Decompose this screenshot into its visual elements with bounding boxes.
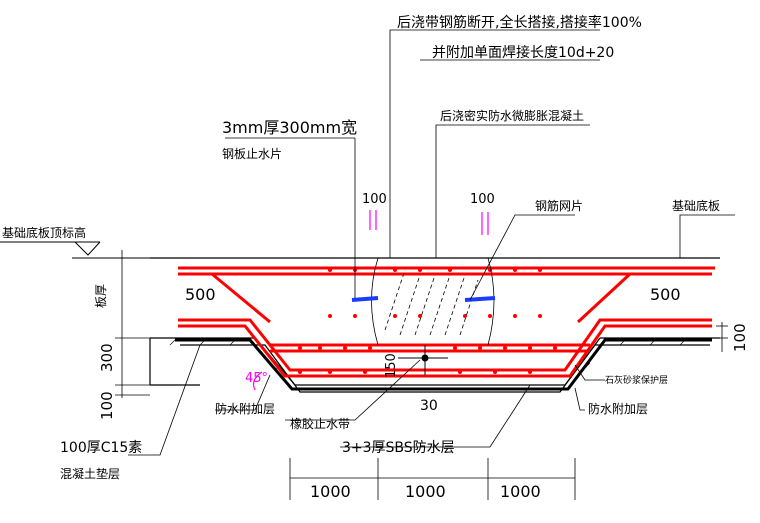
dim-30: 30 xyxy=(420,398,438,414)
magenta-markers xyxy=(252,210,489,391)
label-post-pour-rebar: 后浇带钢筋断开,全长搭接,搭接率100% xyxy=(397,14,642,31)
label-post-pour-concrete: 后浇密实防水微膨胀混凝土 xyxy=(440,108,584,123)
dim-100-top-left: 100 xyxy=(362,192,387,207)
label-steel-plate-name: 钢板止水片 xyxy=(222,147,282,161)
post-pour-strip xyxy=(371,257,495,346)
steel-plate-waterstop xyxy=(351,296,496,302)
label-slab: 基础底板 xyxy=(672,198,720,213)
label-thickness: 板厚 xyxy=(94,284,108,308)
label-slab-top-elev: 基础底板顶标高 xyxy=(2,225,86,240)
bottom-dim-2: 1000 xyxy=(405,482,446,501)
label-coating-layer: 石灰砂浆保护层 xyxy=(605,374,668,386)
waterproof-layer xyxy=(175,338,712,391)
label-sbs: 3+3厚SBS防水层 xyxy=(342,440,455,456)
elevation-marker xyxy=(0,241,150,259)
label-steel-plate-size: 3mm厚300mm宽 xyxy=(222,118,357,137)
label-rubber-waterstop: 橡胶止水带 xyxy=(290,416,350,431)
dim-45: 45° xyxy=(245,371,268,386)
leader-lines xyxy=(128,29,735,456)
left-dimensions xyxy=(115,250,150,398)
rubber-waterstop xyxy=(398,345,448,375)
label-waterproof-left: 防水附加层 xyxy=(215,401,275,416)
dim-300: 300 xyxy=(98,343,116,372)
rebar xyxy=(178,266,715,378)
label-cushion-1: 100厚C15素 xyxy=(60,440,142,456)
dim-500-left: 500 xyxy=(185,285,216,304)
bottom-dimensions xyxy=(289,458,576,500)
dim-100-right: 100 xyxy=(731,323,749,352)
dim-150: 150 xyxy=(384,353,399,378)
bottom-dim-3: 1000 xyxy=(500,482,541,501)
label-weld-length: 并附加单面焊接长度10d+20 xyxy=(432,44,614,61)
right-dimensions xyxy=(716,322,728,352)
label-waterproof-right: 防水附加层 xyxy=(588,401,648,416)
label-mesh: 钢筋网片 xyxy=(535,198,583,213)
dim-100-left: 100 xyxy=(98,391,116,420)
dim-500-right: 500 xyxy=(650,285,681,304)
label-cushion-2: 混凝土垫层 xyxy=(60,466,120,481)
rebar-dots xyxy=(298,268,557,374)
bottom-dim-1: 1000 xyxy=(310,482,351,501)
cushion-hatching xyxy=(169,339,686,371)
dim-100-top-right: 100 xyxy=(470,192,495,207)
